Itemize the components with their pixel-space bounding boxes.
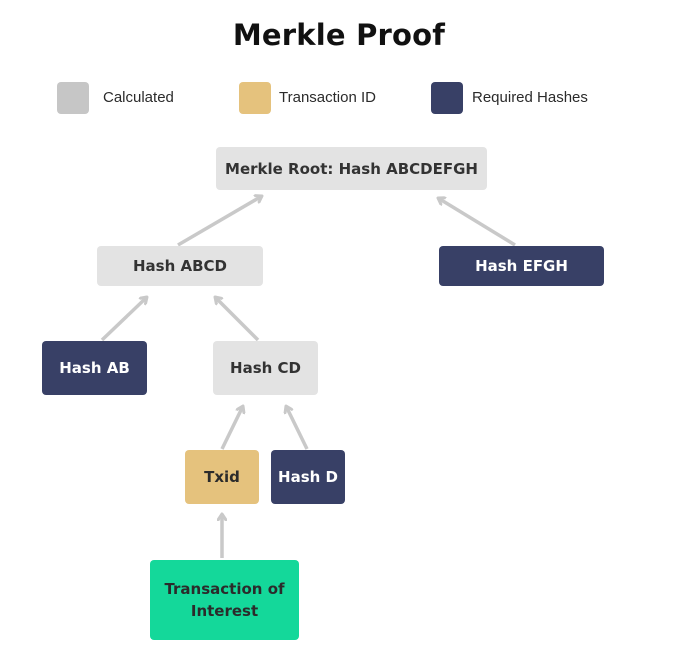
node-hash-cd: Hash CD bbox=[213, 341, 318, 395]
legend-swatch-calculated bbox=[57, 82, 89, 114]
edge-cd-to-abcd bbox=[215, 297, 260, 342]
edge-d-to-cd bbox=[286, 406, 309, 450]
legend-label-calculated: Calculated bbox=[103, 89, 174, 106]
node-txid-label: Txid bbox=[204, 468, 240, 486]
node-merkle-root-label: Merkle Root: Hash ABCDEFGH bbox=[225, 159, 478, 178]
edge-txid-to-cd bbox=[220, 406, 243, 450]
node-txid: Txid bbox=[185, 450, 259, 504]
diagram-title: Merkle Proof bbox=[232, 18, 446, 52]
edge-ab-to-abcd bbox=[100, 297, 147, 342]
node-hash-abcd-label: Hash ABCD bbox=[132, 257, 227, 275]
node-hash-abcd: Hash ABCD bbox=[97, 246, 263, 286]
edge-efgh-to-root bbox=[438, 198, 516, 247]
legend-swatch-required-hashes bbox=[431, 82, 463, 114]
legend-label-required-hashes: Required Hashes bbox=[472, 89, 588, 106]
node-transaction-of-interest-line1: Transaction of bbox=[164, 580, 285, 598]
node-hash-efgh: Hash EFGH bbox=[439, 246, 604, 286]
node-hash-d: Hash D bbox=[271, 450, 345, 504]
node-merkle-root: Merkle Root: Hash ABCDEFGH bbox=[216, 147, 487, 190]
legend-swatch-transaction-id bbox=[239, 82, 271, 114]
node-transaction-of-interest-line2: Interest bbox=[190, 602, 259, 620]
node-hash-efgh-label: Hash EFGH bbox=[475, 257, 568, 275]
edge-abcd-to-root bbox=[177, 196, 262, 247]
node-hash-d-label: Hash D bbox=[278, 468, 338, 486]
legend-label-transaction-id: Transaction ID bbox=[279, 89, 376, 106]
node-hash-ab-label: Hash AB bbox=[59, 359, 130, 377]
node-hash-cd-label: Hash CD bbox=[230, 359, 301, 377]
node-transaction-of-interest: Transaction of Interest bbox=[150, 560, 299, 640]
node-hash-ab: Hash AB bbox=[42, 341, 147, 395]
